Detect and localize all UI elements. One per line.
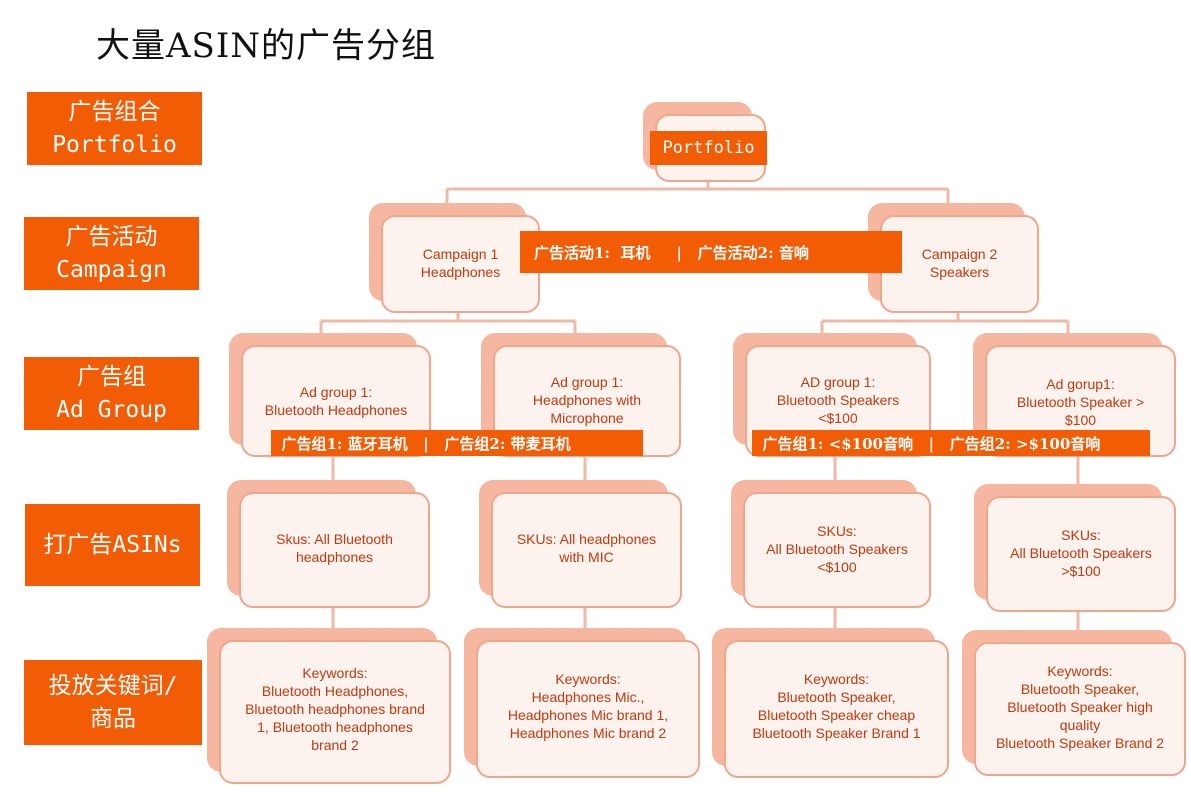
level-label-keywords: 投放关键词/ 商品 [24,660,202,745]
node-text-line: Bluetooth Speaker > [1016,394,1145,410]
level-label-line1: 投放关键词/ [48,672,178,699]
connector-line [331,608,1080,632]
node-text-line: AD group 1: [800,374,876,390]
node-text-line: Campaign 2 [921,246,998,262]
node-body: Skus: All Bluetooth headphones [239,492,430,608]
node-text-line: Headphones Mic brand 2 [509,725,667,741]
node-text-line: Bluetooth Speaker Brand 1 [752,725,921,741]
node-text-line: Headphones with [532,392,642,408]
sku-node-4: SKUs: All Bluetooth Speakers >$100 [974,484,1176,612]
node-text-line: brand 2 [311,737,359,753]
node-text-line: $100 [1064,412,1097,428]
level-label-portfolio: 广告组合 Portfolio [27,92,202,165]
node-body: SKUs: All Bluetooth Speakers >$100 [986,496,1176,612]
node-text-line: Bluetooth Speaker, [1020,681,1140,697]
node-text-line: quality [1059,717,1101,733]
node-text-line: All Bluetooth Speakers [1010,545,1152,561]
node-text-line: Bluetooth Headphones, [261,683,409,699]
node-text-line: Campaign 1 [422,246,499,262]
node-text-line: >$100 [1061,563,1101,579]
keyword-node-2: Keywords: Headphones Mic., Headphones Mi… [464,628,700,778]
level-label-campaign: 广告活动 Campaign [24,217,199,290]
node-text-line: Headphones Mic., [531,689,645,705]
node-text-line: Keywords: [555,671,621,687]
node-body: Keywords: Bluetooth Speaker, Bluetooth S… [974,642,1186,776]
node-text-line: SKUs: All headphones [516,531,657,547]
node-text-line: Keywords: [1047,663,1113,679]
node-text-line: 1, Bluetooth headphones [257,719,413,735]
node-text-line: Headphones Mic brand 1, [507,707,669,723]
campaign-banner: 广告活动1: 耳机 | 广告活动2: 音响 [520,231,902,273]
node-text-line: Bluetooth Speaker cheap [757,707,916,723]
node-body: Keywords: Bluetooth Speaker, Bluetooth S… [724,640,949,778]
connector-line [820,313,1070,334]
ad-group-banner-right: 广告组1: <$100音响 | 广告组2: >$100音响 [752,430,1150,456]
node-text-line: headphones [295,549,374,565]
node-body: SKUs: All Bluetooth Speakers <$100 [743,492,931,608]
node-text-line: Bluetooth Speakers [776,392,900,408]
level-label-line2: 商品 [90,705,136,732]
page-title: 大量ASIN的广告分组 [96,26,437,66]
node-text-line: Microphone [550,410,624,426]
node-text-line: <$100 [818,410,858,426]
level-label-line1: 广告组 [77,363,146,390]
sku-node-3: SKUs: All Bluetooth Speakers <$100 [731,480,931,608]
campaign-node-1: Campaign 1 Headphones [369,203,540,313]
node-text-line: Bluetooth headphones brand [245,701,425,717]
node-text-line: Headphones [420,264,501,280]
node-text-line: SKUs: [817,523,857,539]
node-text-line: <$100 [817,559,857,575]
level-label-asins: 打广告ASINs [25,504,200,586]
node-text-line: Keywords: [803,671,870,687]
level-label-ad-group: 广告组 Ad Group [24,357,199,430]
level-label-line1: 广告组合 [68,98,161,125]
node-text-line: Skus: All Bluetooth [276,531,393,547]
ad-group-banner-left: 广告组1: 蓝牙耳机 | 广告组2: 带麦耳机 [271,430,643,456]
node-text-line: Ad group 1: [550,374,624,390]
sku-node-1: Skus: All Bluetooth headphones [227,480,430,608]
node-text-line: Bluetooth Headphones [264,402,408,418]
level-label-line2: Ad Group [56,396,167,423]
node-body: Keywords: Bluetooth Headphones, Bluetoot… [219,640,451,784]
node-text-line: SKUs: [1061,527,1101,543]
portfolio-tag: Portfolio [650,131,767,165]
connector-line [445,180,950,205]
level-label-line1: 打广告ASINs [43,531,182,558]
node-text-line: Bluetooth Speaker, [777,689,896,705]
node-text-line: All Bluetooth Speakers [766,541,908,557]
node-text-line: Bluetooth Speaker high [1007,699,1153,715]
keyword-node-1: Keywords: Bluetooth Headphones, Bluetoot… [207,628,451,784]
connector-line [331,456,1080,486]
node-text-line: Speakers [929,264,990,280]
keyword-node-4: Keywords: Bluetooth Speaker, Bluetooth S… [962,630,1186,776]
sku-node-2: SKUs: All headphones with MIC [479,480,682,608]
level-label-line1: 广告活动 [65,223,158,250]
keyword-node-3: Keywords: Bluetooth Speaker, Bluetooth S… [712,628,949,778]
node-body: SKUs: All headphones with MIC [491,492,682,608]
node-text-line: with MIC [559,549,614,565]
node-body: Campaign 1 Headphones [381,215,540,313]
node-text-line: Keywords: [302,665,368,681]
node-text-line: Ad group 1: [299,384,373,400]
campaign-node-2: Campaign 2 Speakers [868,203,1039,313]
node-body: Keywords: Headphones Mic., Headphones Mi… [476,640,700,778]
node-text-line: Ad gorup1: [1046,376,1115,392]
level-label-line2: Portfolio [52,131,177,158]
connector-line [319,313,577,334]
node-text-line: Bluetooth Speaker Brand 2 [995,735,1165,751]
node-body: Campaign 2 Speakers [880,215,1039,313]
level-label-line2: Campaign [56,256,167,283]
